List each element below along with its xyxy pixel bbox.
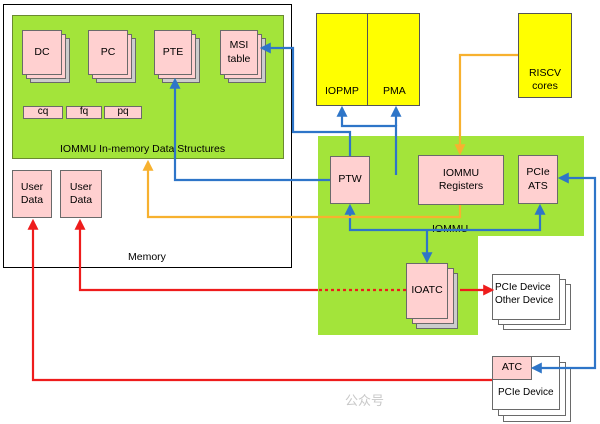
ptw-box: PTW [330, 156, 370, 204]
pcie-device-label: PCIe Device [498, 387, 554, 398]
wire-registers-to-structures [142, 159, 462, 219]
pma-label: PMA [383, 85, 406, 97]
wire-atc-device-to-user-data-1 [27, 218, 492, 382]
pma-box [367, 13, 420, 106]
dc-table: DC [22, 30, 62, 75]
user-data-box-1: User Data [12, 170, 52, 218]
wire-atc-to-ats [530, 172, 597, 374]
riscv-cores-box [518, 13, 572, 98]
user-data-box-2: User Data [60, 170, 102, 218]
pte-table: PTE [154, 30, 192, 75]
wire-device-to-user-data-2b [74, 218, 318, 292]
pq-queue: pq [104, 106, 142, 119]
wire-ptw-to-pte [169, 77, 330, 182]
other-device-label-1: PCIe Device [495, 282, 551, 293]
riscv-cores-label: RISCV cores [528, 67, 562, 92]
memory-label: Memory [128, 251, 166, 263]
ioatc-box: IOATC [406, 263, 448, 319]
msi-table: MSI table [220, 30, 258, 75]
cq-queue: cq [23, 106, 63, 119]
watermark-text: 公众号 [345, 393, 385, 408]
atc-box: ATC [492, 356, 532, 380]
pc-table: PC [88, 30, 128, 75]
in-memory-structures-title: IOMMU In-memory Data Structures [60, 143, 226, 155]
wire-ptw-to-msi [259, 42, 352, 156]
wire-riscv-to-registers [454, 53, 518, 156]
other-device-label-2: Other Device [495, 295, 554, 306]
iopmp-label: IOPMP [325, 85, 359, 97]
wire-ptw-to-checkers [336, 105, 398, 175]
iommu-registers-box: IOMMU Registers [418, 155, 504, 205]
fq-queue: fq [66, 106, 102, 119]
